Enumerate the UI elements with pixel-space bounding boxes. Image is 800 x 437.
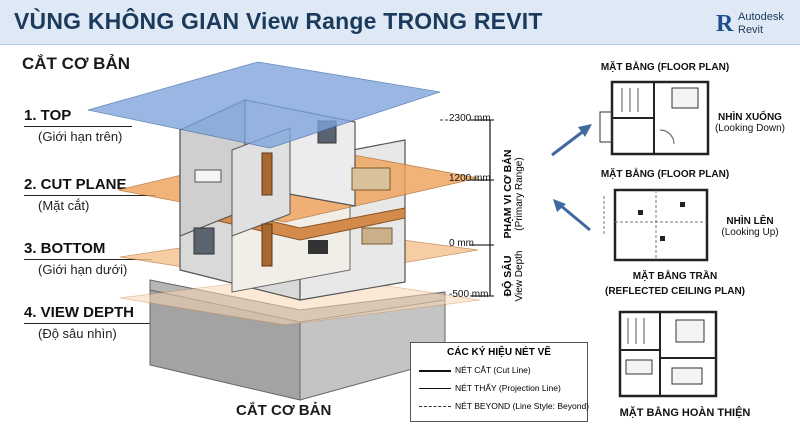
arrow-head-floor-plan [578,124,592,137]
legend-beyond-label: NÉT BEYOND (Line Style: Beyond) [455,401,590,411]
beyond-line-sample [419,406,451,407]
looking-down-title: NHÌN XUỐNG [718,112,782,123]
legend-title: CÁC KÝ HIỆU NÉT VẼ [447,347,551,358]
arrow-to-ceiling-plan [559,203,591,232]
page-title: VÙNG KHÔNG GIAN View Range TRONG REVIT [14,8,543,34]
revit-logo-icon: R [716,11,734,37]
level-top-sub: (Giới hạn trên) [38,129,123,144]
view-depth-label: ĐỘ SÂU View Depth [502,236,530,316]
title-bar [0,0,800,45]
air-conditioner [194,169,222,183]
legend-projection-label: NÉT THẤY (Projection Line) [455,383,561,393]
section-title: CẮT CƠ BẢN [22,54,130,73]
door-lower [261,223,273,267]
level-bottom-name: 3. BOTTOM [24,240,106,257]
bed [351,167,391,191]
view-depth-title: ĐỘ SÂU [502,255,514,297]
elevation-top-label: 2300 mm [449,113,491,124]
looking-up-note: NHÌN LÊN (Looking Up) [712,216,788,238]
line-style-legend: CÁC KÝ HIỆU NÉT VẼ NÉT CẮT (Cut Line) NÉ… [410,342,590,422]
brand-line-autodesk: Autodesk [738,11,784,23]
level-cut-underline [24,195,156,196]
brand-line-revit: Revit [738,24,764,36]
finished-plan-title: MẶT BẰNG HOÀN THIỆN [619,407,751,419]
bottom-caption: CẮT CƠ BẢN [236,402,332,419]
legend-cut-label: NÉT CẮT (Cut Line) [455,365,531,375]
level-bottom-underline [24,259,152,260]
cut-line-sample [419,370,451,372]
level-depth-sub: (Độ sâu nhìn) [38,326,117,341]
rcp-title: MẶT BẰNG TRẦN [632,271,718,282]
level-cut-sub: (Mặt cắt) [38,198,90,213]
door-upper [261,152,273,196]
arrow-to-floor-plan [551,128,586,157]
looking-down-sub: (Looking Down) [714,123,786,134]
floor-plan-title-2: MẶT BẰNG (FLOOR PLAN) [600,169,730,180]
looking-up-title: NHÌN LÊN [726,216,774,227]
elevation-cut-label: 1200 mm [449,173,491,184]
arrow-head-ceiling-plan [553,199,566,212]
tv [308,240,328,254]
level-top-underline [24,126,132,127]
sofa [361,227,393,245]
elevation-bottom-label: 0 mm [449,238,474,249]
rcp-subtitle: (REFLECTED CEILING PLAN) [605,286,745,297]
view-depth-subtitle: View Depth [514,250,525,302]
window-lower [193,227,215,255]
looking-up-sub: (Looking Up) [721,227,779,238]
elevation-depth-label: -500 mm [449,289,489,300]
floor-plan-title-1: MẶT BẰNG (FLOOR PLAN) [600,62,730,73]
looking-down-note: NHÌN XUỐNG (Looking Down) [712,112,788,134]
level-depth-name: 4. VIEW DEPTH [24,304,135,321]
level-top-name: 1. TOP [24,107,72,124]
finished-floor-plan [618,310,718,398]
floor-plan-looking-down [599,80,710,156]
level-depth-underline [24,323,156,324]
level-bottom-sub: (Giới hạn dưới) [38,262,128,277]
reflected-ceiling-plan [603,188,709,262]
level-cut-name: 2. CUT PLANE [24,176,127,193]
projection-line-sample [419,388,451,389]
top-plane [87,61,441,149]
